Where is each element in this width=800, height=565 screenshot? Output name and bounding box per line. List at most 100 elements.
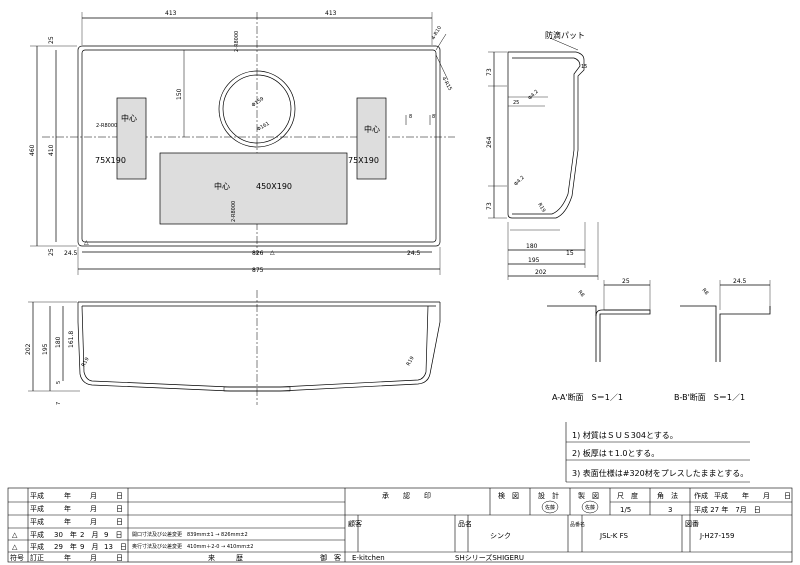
customer-value: E-kitchen xyxy=(352,554,385,562)
dim-section-a-25: 25 xyxy=(622,278,630,285)
dim-r8000-top: 2-R8000 xyxy=(234,31,240,52)
svg-text:29 年: 29 年 xyxy=(54,542,77,551)
dim-150: 150 xyxy=(176,88,183,100)
title-block-info: 承 認 印 検 図 設 計 製 図 佐藤 佐藤 尺 度 1/5 角 法 3 作成… xyxy=(320,491,791,562)
dim-left-25-bot: 25 xyxy=(48,248,55,256)
svg-text:日: 日 xyxy=(116,505,123,513)
dim-front-r19-right: R19 xyxy=(406,355,416,367)
angle-label: 角 法 xyxy=(657,491,678,500)
dim-side-202: 202 xyxy=(535,269,547,276)
dim-front-161: 161.8 xyxy=(68,331,75,348)
item-value: シンク xyxy=(490,532,511,540)
customer-label: 顧客 xyxy=(348,519,362,528)
dim-phi161: Φ161 xyxy=(256,121,271,133)
svg-text:開口寸法及び公差変更 839mm±1 → 826mm±2: 開口寸法及び公差変更 839mm±1 → 826mm±2 xyxy=(132,531,248,538)
svg-text:奥行寸法及び公差変更 410mm＋2-0 → 410mm±2: 奥行寸法及び公差変更 410mm＋2-0 → 410mm±2 xyxy=(132,543,253,550)
label-center-right: 中心 xyxy=(364,124,380,134)
dim-front-r19-left: R19 xyxy=(81,356,91,368)
section-a-mark-2: △ xyxy=(270,249,275,256)
dim-front-5: 5 xyxy=(56,381,62,384)
label-size-right: 75X190 xyxy=(348,156,379,165)
revision-row: △ 平成 29 年 9 月 13 日 奥行寸法及び公差変更 410mm＋2-0 … xyxy=(12,542,253,551)
scale-value: 1/5 xyxy=(620,506,631,514)
dim-phi159: Φ159 xyxy=(251,96,265,109)
label-size-mid: 450X190 xyxy=(256,182,292,191)
dim-section-a-r8: R8 xyxy=(576,289,585,298)
dim-front-180: 180 xyxy=(55,336,62,348)
note-1: 1) 材質はＳＵＳ304とする。 xyxy=(572,430,678,440)
revision-header: 符号 訂正 年 月 日 来 歴 xyxy=(10,553,243,562)
revision-row: 平成 年 月 日 xyxy=(30,517,123,526)
svg-text:9 日: 9 日 xyxy=(104,531,122,539)
revision-row: 平成 年 月 日 xyxy=(30,504,123,513)
dim-bottom-826: 826 xyxy=(252,250,264,257)
approval-label: 承 認 印 xyxy=(382,491,431,500)
design-label: 設 計 xyxy=(538,491,559,500)
revision-row: 平成 年 月 日 xyxy=(30,491,123,500)
label-drip-pad: 防滴パット xyxy=(545,30,585,40)
side-view xyxy=(488,37,599,280)
front-view xyxy=(28,290,441,405)
label-center-left: 中心 xyxy=(121,113,137,123)
draw-stamp-text: 佐藤 xyxy=(585,504,595,511)
label-section-a: A-A'断面 S＝1／1 xyxy=(552,392,623,402)
item-label: 品名 xyxy=(458,519,472,528)
dim-front-195: 195 xyxy=(42,343,49,355)
dim-side-25: 25 xyxy=(513,100,519,106)
dim-r15: 4-R15 xyxy=(440,76,453,92)
dim-top-right: 413 xyxy=(325,10,337,17)
dim-corner-radius: 4-R10 xyxy=(431,25,444,41)
section-a-mark: △ xyxy=(84,239,89,246)
section-b-marker: 8 xyxy=(409,114,412,120)
svg-text:符号: 符号 xyxy=(10,553,24,562)
part-value: JSL-K FS xyxy=(599,532,629,540)
svg-text:平成: 平成 xyxy=(30,530,44,539)
design-stamp xyxy=(541,500,559,514)
pad-left xyxy=(116,97,147,180)
dim-section-b-r8: R8 xyxy=(700,287,709,296)
dim-side-73-top: 73 xyxy=(486,68,493,76)
section-views xyxy=(547,280,771,362)
side-view-dimensions: 防滴パット 73 264 73 15 25 Φ4.2 Φ4.2 R19 180 … xyxy=(486,30,587,276)
svg-text:来 歴: 来 歴 xyxy=(208,554,243,562)
section-b-prime-marker: 8' xyxy=(432,114,437,120)
made-date-2: 平成 27 年 7月 日 xyxy=(694,505,761,514)
svg-text:30 年: 30 年 xyxy=(54,530,77,539)
svg-text:年: 年 xyxy=(64,491,71,500)
label-center-mid: 中心 xyxy=(214,181,230,191)
svg-text:平成: 平成 xyxy=(30,542,44,551)
dim-bottom-245-left: 24.5 xyxy=(64,250,78,257)
dim-side-15: 15 xyxy=(581,64,587,70)
dim-side-phi42-a: Φ4.2 xyxy=(527,89,540,102)
dim-r8000-b: 2-R8000 xyxy=(231,201,237,222)
svg-text:13 日: 13 日 xyxy=(104,543,127,551)
dim-side-phi42-b: Φ4.2 xyxy=(513,175,526,188)
pad-right xyxy=(356,97,387,180)
note-2: 2) 板厚はｔ1.0とする。 xyxy=(572,448,659,458)
svg-text:△: △ xyxy=(12,531,18,539)
angle-value: 3 xyxy=(668,506,672,514)
top-view-dimensions: 413 413 4-R10 4-R15 25 410 460 25 150 2-… xyxy=(29,10,453,274)
note-3: 3) 表面仕様は#320材をプレスしたままとする。 xyxy=(572,468,748,478)
dim-bottom-245-right: 24.5 xyxy=(407,250,421,257)
dim-front-7: 7 xyxy=(56,402,62,405)
fig-value: J-H27-159 xyxy=(699,532,734,540)
scale-label: 尺 度 xyxy=(617,491,638,500)
svg-text:日: 日 xyxy=(116,554,123,562)
svg-text:平成: 平成 xyxy=(30,504,44,513)
dim-r8000-a: 2-R8000 xyxy=(96,123,117,129)
svg-text:△: △ xyxy=(12,543,18,551)
dim-left-25-top: 25 xyxy=(48,36,55,44)
revision-table: 平成 年 月 日 平成 年 月 日 平成 年 月 日 △ 平成 30 年 2 月… xyxy=(10,491,253,562)
notes: 1) 材質はＳＵＳ304とする。 2) 板厚はｔ1.0とする。 3) 表面仕様は… xyxy=(565,422,750,483)
svg-text:訂正: 訂正 xyxy=(30,553,44,562)
dim-side-264: 264 xyxy=(486,136,493,148)
dim-front-202: 202 xyxy=(25,343,32,355)
svg-text:月: 月 xyxy=(90,518,97,526)
svg-text:年: 年 xyxy=(64,517,71,526)
dim-side-195: 195 xyxy=(528,257,540,264)
dim-side-r19: R19 xyxy=(536,202,546,214)
svg-text:平成: 平成 xyxy=(30,517,44,526)
svg-text:平成: 平成 xyxy=(30,491,44,500)
